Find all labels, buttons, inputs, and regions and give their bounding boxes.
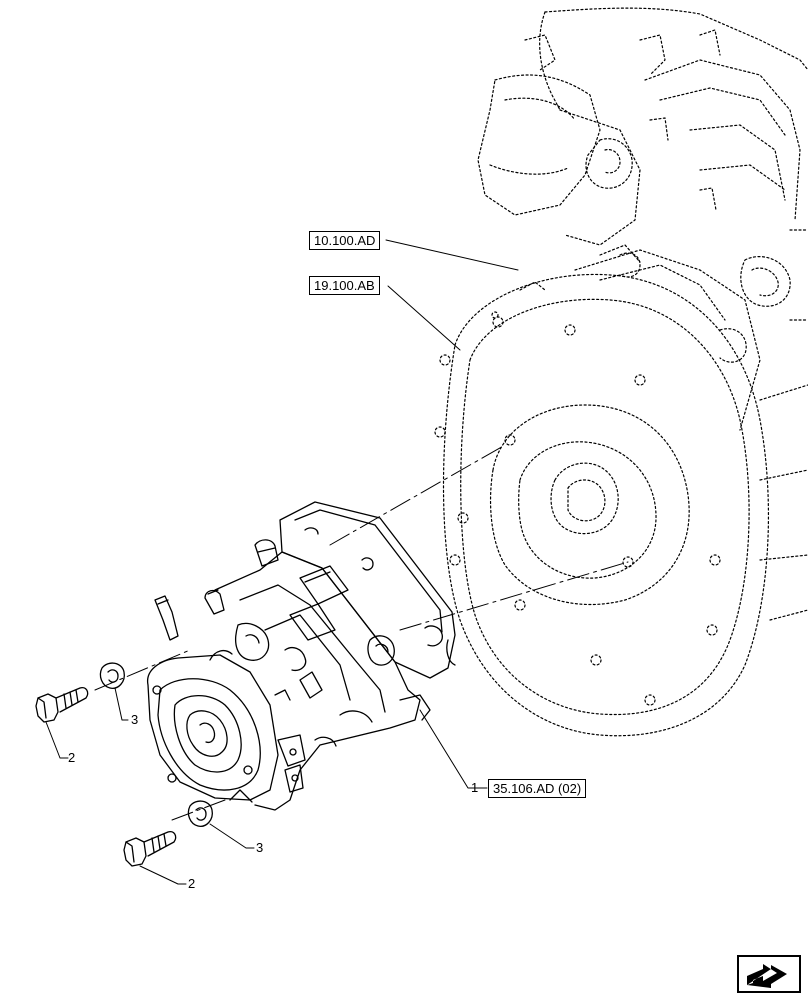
engine-reference-link[interactable]: 10.100.AD: [309, 231, 381, 250]
washer-lower: [187, 800, 213, 827]
flywheel-housing: [434, 244, 770, 737]
flywheel-reference-link[interactable]: 19.100.AB: [309, 276, 380, 295]
callout-item-2-lower: 2: [188, 876, 196, 891]
bolt-upper: [35, 686, 89, 723]
hydraulic-pump: [147, 501, 456, 811]
callout-item-3-upper: 3: [131, 712, 139, 727]
alignment-lines: [94, 444, 629, 821]
callout-item-1: 1: [471, 780, 479, 795]
next-page-arrow-icon: [737, 955, 801, 993]
callout-item-3-lower: 3: [256, 840, 264, 855]
callout-item-2-upper: 2: [68, 750, 76, 765]
pump-reference-link[interactable]: 35.106.AD (02): [488, 779, 587, 798]
washer-upper: [99, 662, 125, 689]
engine-block: [477, 7, 808, 621]
leader-lines: [45, 239, 519, 885]
bolt-lower: [123, 830, 177, 867]
next-page-button[interactable]: [737, 955, 801, 993]
